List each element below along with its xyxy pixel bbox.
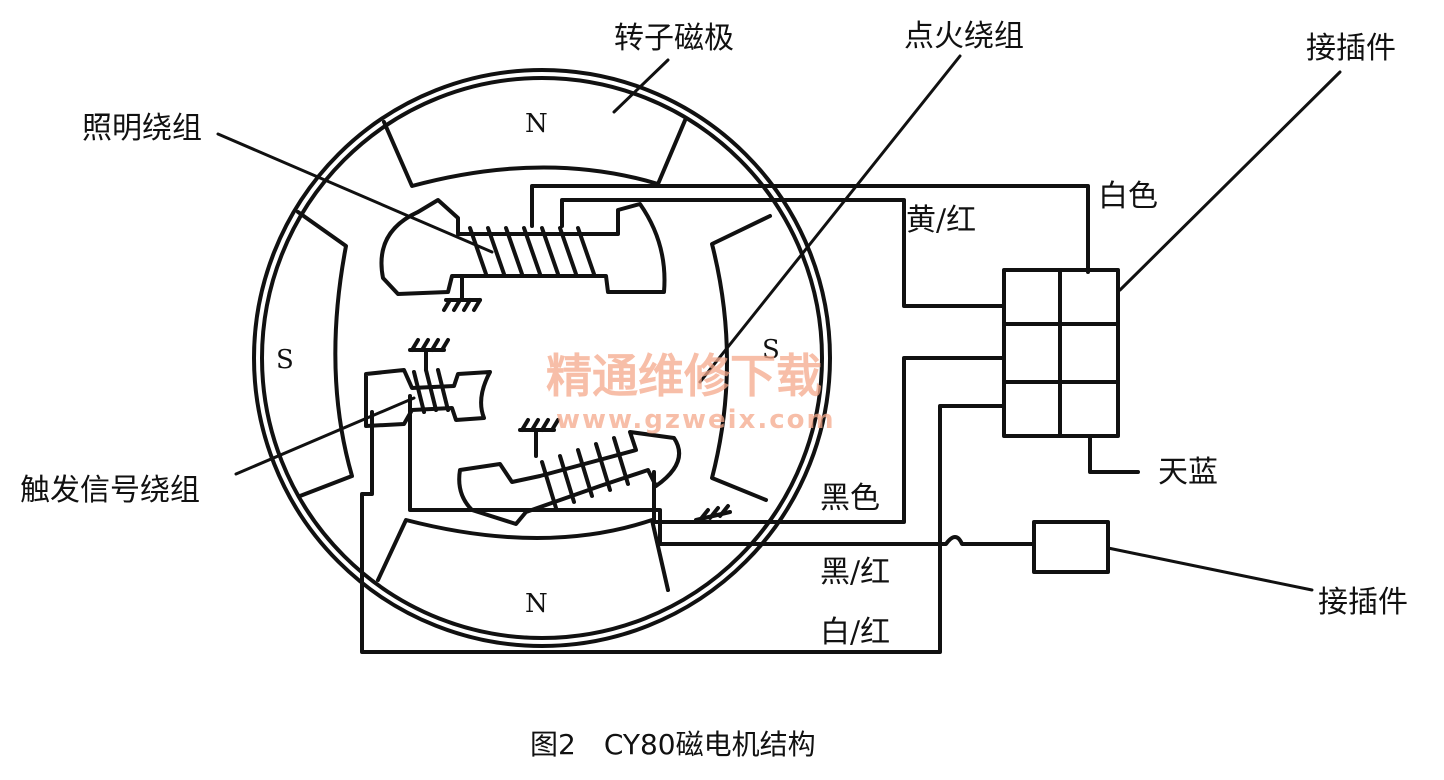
lighting-core (379, 198, 667, 296)
rotor-pole-n-top (382, 116, 688, 188)
lighting-coil (468, 226, 596, 276)
label-connector-bottom: 接插件 (1318, 585, 1408, 620)
leader-connector-top (1118, 70, 1342, 292)
wire-white (530, 184, 1090, 274)
pole-s-left: S (276, 345, 294, 375)
wire-black-red (408, 394, 1036, 546)
lighting-ground-icon (442, 274, 482, 312)
ignition-coil (540, 436, 630, 510)
label-ignition-winding: 点火绕组 (904, 19, 1024, 54)
leader-rotor-pole (612, 58, 670, 114)
wire-black (652, 356, 1006, 524)
flywheel-inner-ring (260, 76, 824, 640)
wire-label-black-red: 黑/红 (820, 555, 890, 590)
pole-n-bottom: N (525, 589, 548, 619)
connector-single (1032, 520, 1110, 574)
ignition-core (457, 430, 682, 526)
leader-lighting-winding (216, 132, 494, 254)
wire-label-sky-blue: 天蓝 (1158, 455, 1218, 490)
wire-white-red (360, 404, 1006, 654)
rotor-pole-s-right (710, 214, 772, 502)
label-lighting-winding: 照明绕组 (82, 111, 202, 146)
label-rotor-pole: 转子磁极 (614, 21, 734, 56)
ignition-ground-icon-left (518, 418, 560, 458)
wire-label-white: 白色 (1098, 179, 1158, 214)
ignition-ground-icon-right (694, 504, 732, 522)
pole-s-right: S (762, 335, 780, 365)
wire-label-black: 黑色 (820, 481, 880, 516)
trigger-ground-icon (408, 338, 450, 372)
watermark-url: www.gzweix.com (556, 405, 836, 435)
figure-caption: 图2 CY80磁电机结构 (530, 728, 816, 761)
wire-label-white-red: 白/红 (820, 615, 890, 650)
pole-n-top: N (525, 109, 548, 139)
rotor-pole-n-bottom (376, 518, 670, 592)
watermark-text: 精通维修下载 (546, 349, 822, 403)
trigger-coil (412, 368, 450, 414)
wire-sky-blue (1088, 434, 1140, 474)
leader-connector-bottom (1106, 546, 1314, 592)
flywheel-outer-ring (252, 68, 832, 648)
trigger-core (364, 368, 492, 428)
rotor-pole-s-left (296, 210, 354, 498)
wire-yellow-red (560, 198, 1006, 308)
connector-6pin (1002, 268, 1120, 438)
wire-label-yellow-red: 黄/红 (906, 203, 976, 238)
leader-ignition-winding (698, 54, 962, 384)
leader-trigger-winding (234, 396, 416, 476)
label-trigger-winding: 触发信号绕组 (20, 473, 200, 508)
label-connector-top: 接插件 (1306, 31, 1396, 66)
